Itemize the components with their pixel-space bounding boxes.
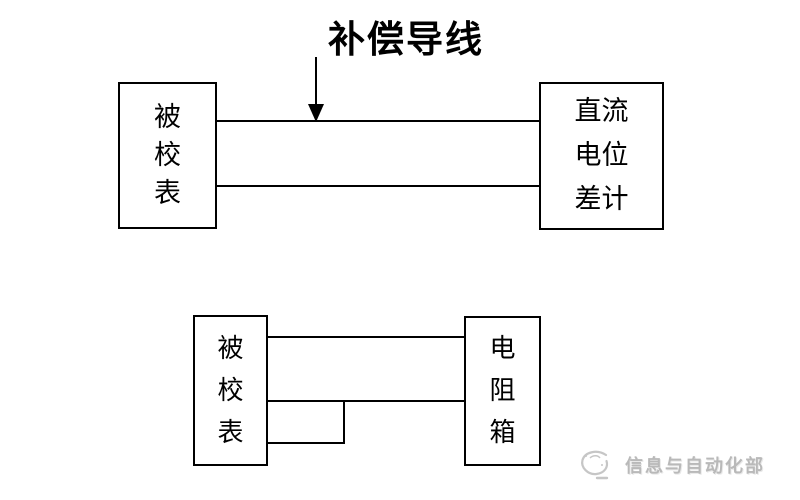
down-arrow-icon (308, 104, 324, 122)
top-diagram-lower-wire (215, 185, 541, 187)
dove-logo-icon (581, 450, 609, 480)
watermark-text: 信息与自动化部 (625, 456, 765, 477)
box-text-line: 阻 (489, 376, 516, 406)
box-text-line: 表 (154, 177, 181, 209)
bottom-diagram-middle-wire (266, 400, 466, 402)
watermark: 信息与自动化部 (576, 448, 765, 482)
bottom-diagram-upper-wire (266, 336, 466, 338)
box-text-line: 电位 (574, 140, 629, 171)
box-text-line: 校 (217, 375, 244, 406)
box-text-line: 直流 (574, 96, 629, 127)
box-text-line: 表 (217, 417, 244, 448)
box-text-line: 校 (154, 139, 181, 171)
box-text-line: 被 (217, 333, 244, 364)
box-text-line: 被 (154, 101, 181, 133)
resistance-box: 电 阻 箱 (464, 316, 541, 466)
jumper-wire-vertical (343, 400, 345, 444)
box-text-line: 电 (489, 334, 516, 364)
jumper-wire-horizontal (266, 442, 345, 444)
dc-potentiometer-box: 直流 电位 差计 (539, 82, 664, 230)
meter-under-test-box-top: 被 校 表 (118, 82, 217, 229)
box-text-line: 差计 (574, 184, 629, 215)
box-text-line: 箱 (489, 418, 516, 448)
compensation-wire-label: 补偿导线 (328, 18, 484, 61)
meter-under-test-box-bottom: 被 校 表 (193, 315, 268, 466)
down-arrow-shaft (315, 57, 317, 106)
top-diagram-upper-wire (215, 120, 541, 122)
